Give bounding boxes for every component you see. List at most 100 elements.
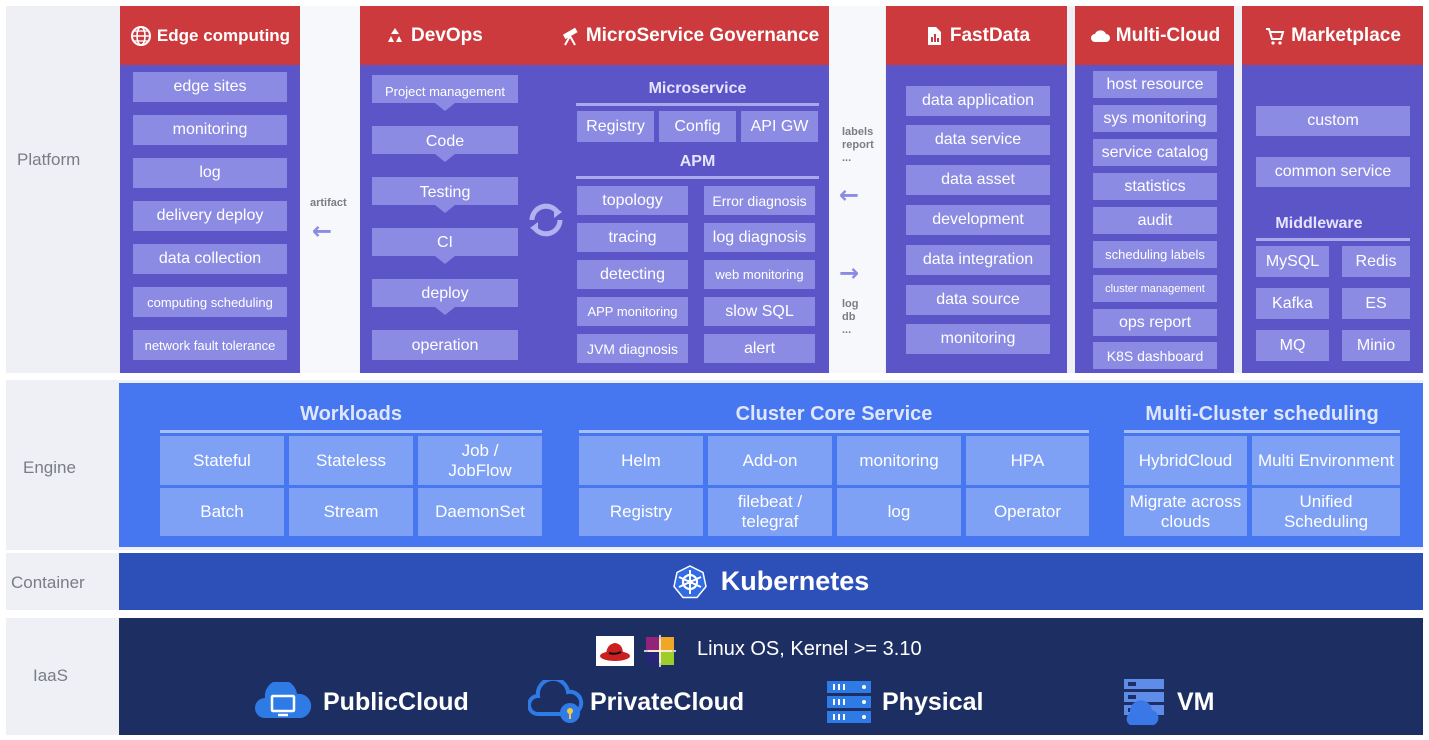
middleware-item: Minio xyxy=(1342,330,1410,361)
centos-icon xyxy=(642,633,678,674)
globe-icon xyxy=(130,25,152,47)
fastdata-item: development xyxy=(906,205,1050,235)
edge-item: computing scheduling xyxy=(133,287,287,317)
multi-cluster-item: Unified Scheduling xyxy=(1252,488,1400,536)
microservice-item: Config xyxy=(659,111,736,142)
core-item: Add-on xyxy=(708,436,832,485)
multi-cluster-item: Multi Environment xyxy=(1252,436,1400,485)
multi-cluster-title: Multi-Cluster scheduling xyxy=(1145,403,1379,425)
apm-item: slow SQL xyxy=(704,297,815,326)
arrow-label-bottom: log db ... xyxy=(842,298,859,337)
platform-label: Platform xyxy=(17,150,81,169)
workload-item: DaemonSet xyxy=(418,488,542,536)
fastdata-item: data service xyxy=(906,125,1050,155)
fastdata-item: data integration xyxy=(906,245,1050,275)
multi-cluster-item: HybridCloud xyxy=(1124,436,1247,485)
multi-cluster-item: Migrate across clouds xyxy=(1124,488,1247,536)
kubernetes-icon xyxy=(672,564,707,599)
marketplace-item: common service xyxy=(1256,157,1410,187)
workload-item: Stateful xyxy=(160,436,284,485)
edge-item: network fault tolerance xyxy=(133,330,287,360)
fastdata-title: FastData xyxy=(949,24,1031,46)
iaas-panel xyxy=(119,618,1423,735)
apm-item: detecting xyxy=(577,260,688,289)
vm-icon xyxy=(1122,678,1168,731)
artifact-label: artifact xyxy=(310,197,347,209)
apm-divider xyxy=(576,176,819,179)
sync-icon xyxy=(524,198,568,247)
apm-item: JVM diagnosis xyxy=(577,334,688,363)
edge-item: log xyxy=(133,158,287,188)
microservice-item: API GW xyxy=(741,111,818,142)
devops-step-shape xyxy=(372,279,518,315)
apm-item: alert xyxy=(704,334,815,363)
edge-item: edge sites xyxy=(133,72,287,102)
marketplace-item: custom xyxy=(1256,106,1410,136)
edge-computing-header: Edge computing xyxy=(120,6,300,65)
edge-item: monitoring xyxy=(133,115,287,145)
arrow-label-top: labels report ... xyxy=(842,126,874,165)
devops-step: CI xyxy=(437,234,453,251)
container-label: Container xyxy=(11,573,85,592)
vm-label: VM xyxy=(1177,688,1215,716)
microservice-item: Registry xyxy=(577,111,654,142)
left-arrow-icon: ← xyxy=(312,217,333,245)
middleware-item: MQ xyxy=(1256,330,1329,361)
apm-item: Error diagnosis xyxy=(704,186,815,215)
multi-cluster-divider xyxy=(1124,430,1400,433)
marketplace-title: Marketplace xyxy=(1291,24,1401,46)
engine-label: Engine xyxy=(23,458,76,477)
multicloud-item: ops report xyxy=(1093,309,1217,336)
edge-item: data collection xyxy=(133,244,287,274)
physical-label: Physical xyxy=(882,688,984,716)
devops-governance-header: DevOps MicroService Governance xyxy=(360,6,829,65)
fastdata-item: data asset xyxy=(906,165,1050,195)
devops-step: Testing xyxy=(419,184,471,201)
iaas-label: IaaS xyxy=(33,666,68,685)
edge-computing-title: Edge computing xyxy=(156,25,291,45)
artifact-gap xyxy=(300,6,360,373)
apm-item: tracing xyxy=(577,223,688,252)
core-item: monitoring xyxy=(837,436,961,485)
middleware-item: ES xyxy=(1342,288,1410,319)
middleware-item: Kafka xyxy=(1256,288,1329,319)
workload-item: Stateless xyxy=(289,436,413,485)
marketplace-header: Marketplace xyxy=(1242,6,1423,65)
apm-item: log diagnosis xyxy=(704,223,815,252)
workload-item: Job / JobFlow xyxy=(418,436,542,485)
devops-step-shape xyxy=(372,330,518,360)
multicloud-item: K8S dashboard xyxy=(1093,342,1217,369)
multicloud-item: sys monitoring xyxy=(1093,105,1217,132)
core-item: Helm xyxy=(579,436,703,485)
multicloud-item: audit xyxy=(1093,207,1217,234)
devops-step-shape xyxy=(372,126,518,162)
cluster-core-divider xyxy=(579,430,1089,433)
right-arrow-icon: → xyxy=(839,259,860,287)
devops-step: Project management xyxy=(385,83,505,99)
multicloud-item: statistics xyxy=(1093,173,1217,200)
arrow-label-line: labels xyxy=(842,126,874,138)
core-item: Registry xyxy=(579,488,703,536)
governance-title: MicroService Governance xyxy=(585,24,820,46)
cart-icon xyxy=(1264,25,1286,47)
arrow-label-line: db xyxy=(842,311,856,323)
multicloud-title: Multi-Cloud xyxy=(1115,24,1221,46)
cluster-core-title: Cluster Core Service xyxy=(735,403,933,425)
workloads-title: Workloads xyxy=(300,403,402,425)
core-item: Operator xyxy=(966,488,1089,536)
workloads-divider xyxy=(160,430,542,433)
fastdata-item: monitoring xyxy=(906,324,1050,354)
arrow-label-line: ... xyxy=(842,324,852,336)
middleware-item: MySQL xyxy=(1256,246,1329,277)
core-item: filebeat / telegraf xyxy=(708,488,832,536)
arrow-label-line: ... xyxy=(842,152,852,164)
os-requirement: Linux OS, Kernel >= 3.10 xyxy=(697,638,922,660)
edge-item: delivery deploy xyxy=(133,201,287,231)
arrow-label-line: log xyxy=(842,298,859,310)
devops-step: operation xyxy=(411,337,479,354)
apm-item: web monitoring xyxy=(704,260,815,289)
devops-step-shape xyxy=(372,177,518,213)
core-item: log xyxy=(837,488,961,536)
apm-title: APM xyxy=(679,153,716,170)
arrow-label-line: report xyxy=(842,139,874,151)
